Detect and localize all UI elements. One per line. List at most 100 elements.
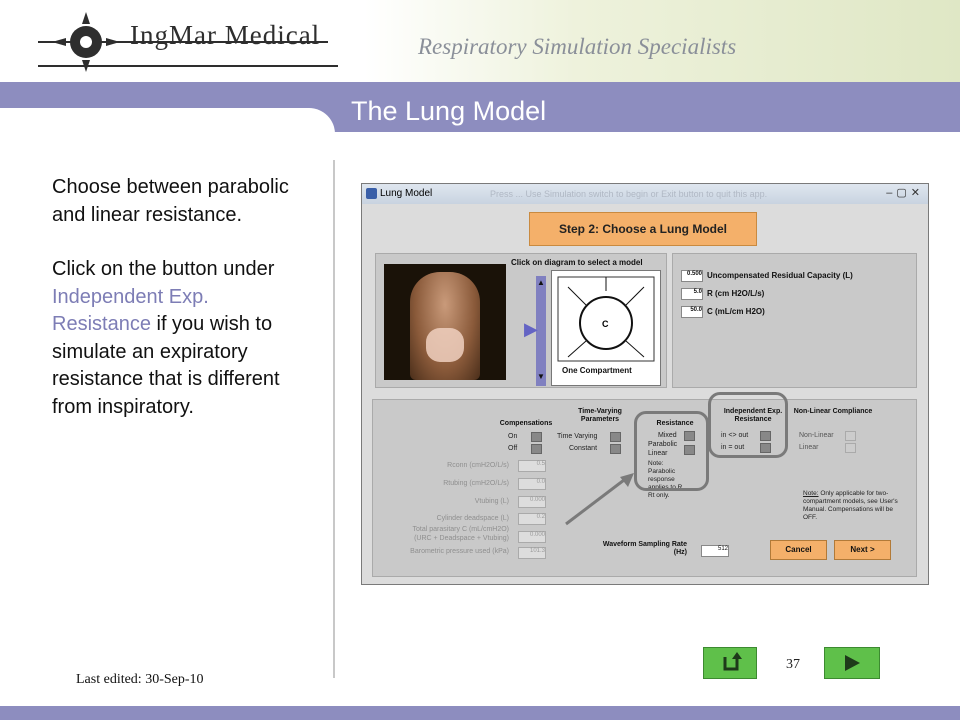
param-value[interactable]: 0.500	[681, 270, 703, 282]
in-eq-out-toggle[interactable]	[760, 443, 771, 453]
gray-field-label: Vtubing (L)	[474, 498, 509, 505]
linear-label: Linear	[648, 450, 668, 457]
slide-title: The Lung Model	[351, 96, 547, 126]
compartment-diagram[interactable]: C	[551, 270, 661, 386]
nonlinear-label: Non-Linear	[799, 432, 834, 439]
parameters-panel: 0.500 Uncompensated Residual Capacity (L)…	[672, 253, 917, 388]
time-varying-heading: Time-Varying Parameters	[578, 408, 622, 423]
param-label: C (mL/cm H2O)	[707, 307, 765, 317]
scroll-up-icon[interactable]: ▲	[537, 278, 545, 287]
window-titlebar: Lung Model Press ... Use Simulation swit…	[362, 184, 928, 204]
step-banner: Step 2: Choose a Lung Model	[529, 212, 757, 246]
model-scrollbar[interactable]: ▲ ▼	[536, 276, 546, 386]
resistance-highlight-ring	[634, 411, 709, 491]
time-varying-label: Time Varying	[557, 433, 598, 440]
next-slide-button[interactable]	[824, 647, 880, 679]
linear-compliance-label: Linear	[799, 444, 819, 451]
nonlinear-toggle[interactable]	[845, 431, 856, 441]
cancel-button[interactable]: Cancel	[770, 540, 827, 560]
gray-field-label: Rtubing (cmH2O/L/s)	[443, 480, 509, 487]
instruction-paragraph-1: Choose between parabolic and linear resi…	[52, 176, 289, 226]
two-compartment-note: Note: Only applicable for two-compartmen…	[803, 490, 908, 522]
resistance-note: Note: Parabolic response applies to R, R…	[648, 460, 685, 499]
gray-field-value[interactable]: 0.5	[518, 460, 546, 472]
param-label: R (cm H2O/L/s)	[707, 289, 765, 299]
gray-field-value[interactable]: 0.0	[518, 478, 546, 490]
parabolic-linear-toggle[interactable]	[684, 445, 695, 455]
mixed-toggle[interactable]	[684, 431, 695, 441]
note-text: Only applicable for two-compartment mode…	[803, 490, 898, 521]
time-varying-toggle[interactable]	[610, 432, 621, 442]
tagline: Respiratory Simulation Specialists	[418, 34, 737, 59]
compensations-heading: Compensations	[499, 420, 553, 427]
app-icon	[366, 188, 377, 199]
gray-field-label: Rconn (cmH2O/L/s)	[447, 462, 509, 469]
header: IngMar Medical Respiratory Simulation Sp…	[0, 0, 960, 82]
model-name: One Compartment	[562, 366, 632, 375]
model-select-panel: Click on diagram to select a model ▲ ▼ ▶…	[375, 253, 667, 388]
compensations-off-toggle[interactable]	[531, 444, 542, 454]
constant-toggle[interactable]	[610, 444, 621, 454]
instructions: Choose between parabolic and linear resi…	[52, 174, 292, 448]
param-value[interactable]: 5.0	[681, 288, 703, 300]
note-title: Note:	[803, 490, 819, 497]
window-title: Lung Model	[380, 188, 433, 199]
mixed-label: Mixed	[658, 432, 677, 439]
resistance-heading: Resistance	[656, 420, 694, 427]
instruction-paragraph-2: Click on the button under Independent Ex…	[52, 256, 292, 421]
instruction-text: Click on the button under	[52, 258, 275, 280]
constant-label: Constant	[569, 445, 598, 452]
compensations-off-label: Off	[508, 445, 518, 452]
gray-field-value[interactable]: 0.000	[518, 531, 546, 543]
brand-name: IngMar Medical	[130, 20, 321, 50]
torso-figure	[410, 272, 480, 380]
param-value[interactable]: 50.0	[681, 306, 703, 318]
sampling-rate-label: Waveform Sampling Rate (Hz)	[602, 541, 687, 556]
last-edited: Last edited: 30-Sep-10	[76, 672, 204, 687]
return-button[interactable]	[703, 647, 757, 679]
independent-resistance-link[interactable]: Independent Exp. Resistance	[52, 285, 209, 336]
window-hint: Press ... Use Simulation switch to begin…	[490, 189, 768, 199]
logo-icon	[38, 12, 338, 72]
instruction-text: if you wish to simulate an expiratory re…	[52, 313, 280, 418]
play-next-icon	[845, 655, 860, 671]
param-label: Uncompensated Residual Capacity (L)	[707, 271, 853, 281]
page-number: 37	[786, 657, 800, 672]
divider	[333, 160, 335, 678]
compensations-on-toggle[interactable]	[531, 432, 542, 442]
lungs-figure	[426, 328, 464, 362]
compensations-on-label: On	[508, 433, 518, 440]
lung-model-window: Lung Model Press ... Use Simulation swit…	[361, 183, 929, 585]
model-letter: C	[602, 319, 609, 329]
one-compartment-diagram-icon: C	[557, 276, 655, 362]
in-eq-out-label: in = out	[721, 444, 745, 451]
diagram-instruction: Click on diagram to select a model	[511, 258, 643, 267]
lung-image	[384, 264, 506, 380]
next-button[interactable]: Next >	[834, 540, 891, 560]
gray-field-value[interactable]: 0.000	[518, 496, 546, 508]
independent-resistance-highlight-ring	[708, 392, 788, 458]
footer-band	[0, 706, 960, 720]
uturn-icon	[723, 652, 742, 671]
gray-field-label: Total parasitary C (mL/cmH2O)	[412, 526, 509, 533]
window-controls[interactable]: –▢✕	[886, 187, 924, 199]
independent-exp-resistance-heading: Independent Exp. Resistance	[723, 408, 783, 423]
linear-compliance-toggle[interactable]	[845, 443, 856, 453]
arrow-pointer-icon	[565, 473, 634, 526]
gray-field-label: Cylinder deadspace (L)	[436, 515, 509, 522]
sampling-rate-input[interactable]: 512	[701, 545, 729, 557]
title-band-tab	[0, 108, 335, 148]
gray-field-value[interactable]: 101.3	[518, 547, 546, 559]
param-row[interactable]: 5.0 R (cm H2O/L/s)	[681, 288, 764, 300]
gray-field-value[interactable]: 0.2	[518, 513, 546, 525]
param-row[interactable]: 0.500 Uncompensated Residual Capacity (L)	[681, 270, 853, 282]
in-neq-out-label: in <> out	[721, 432, 749, 439]
gray-field-label: (URC + Deadspace + Vtubing)	[414, 535, 509, 542]
gray-field-label: Barometric pressure used (kPa)	[410, 548, 509, 555]
scroll-down-icon[interactable]: ▼	[537, 372, 545, 381]
parabolic-label: Parabolic	[648, 441, 678, 448]
param-row[interactable]: 50.0 C (mL/cm H2O)	[681, 306, 765, 318]
play-arrow-icon: ▶	[524, 319, 538, 339]
in-neq-out-toggle[interactable]	[760, 431, 771, 441]
nonlinear-compliance-heading: Non-Linear Compliance	[793, 408, 873, 415]
